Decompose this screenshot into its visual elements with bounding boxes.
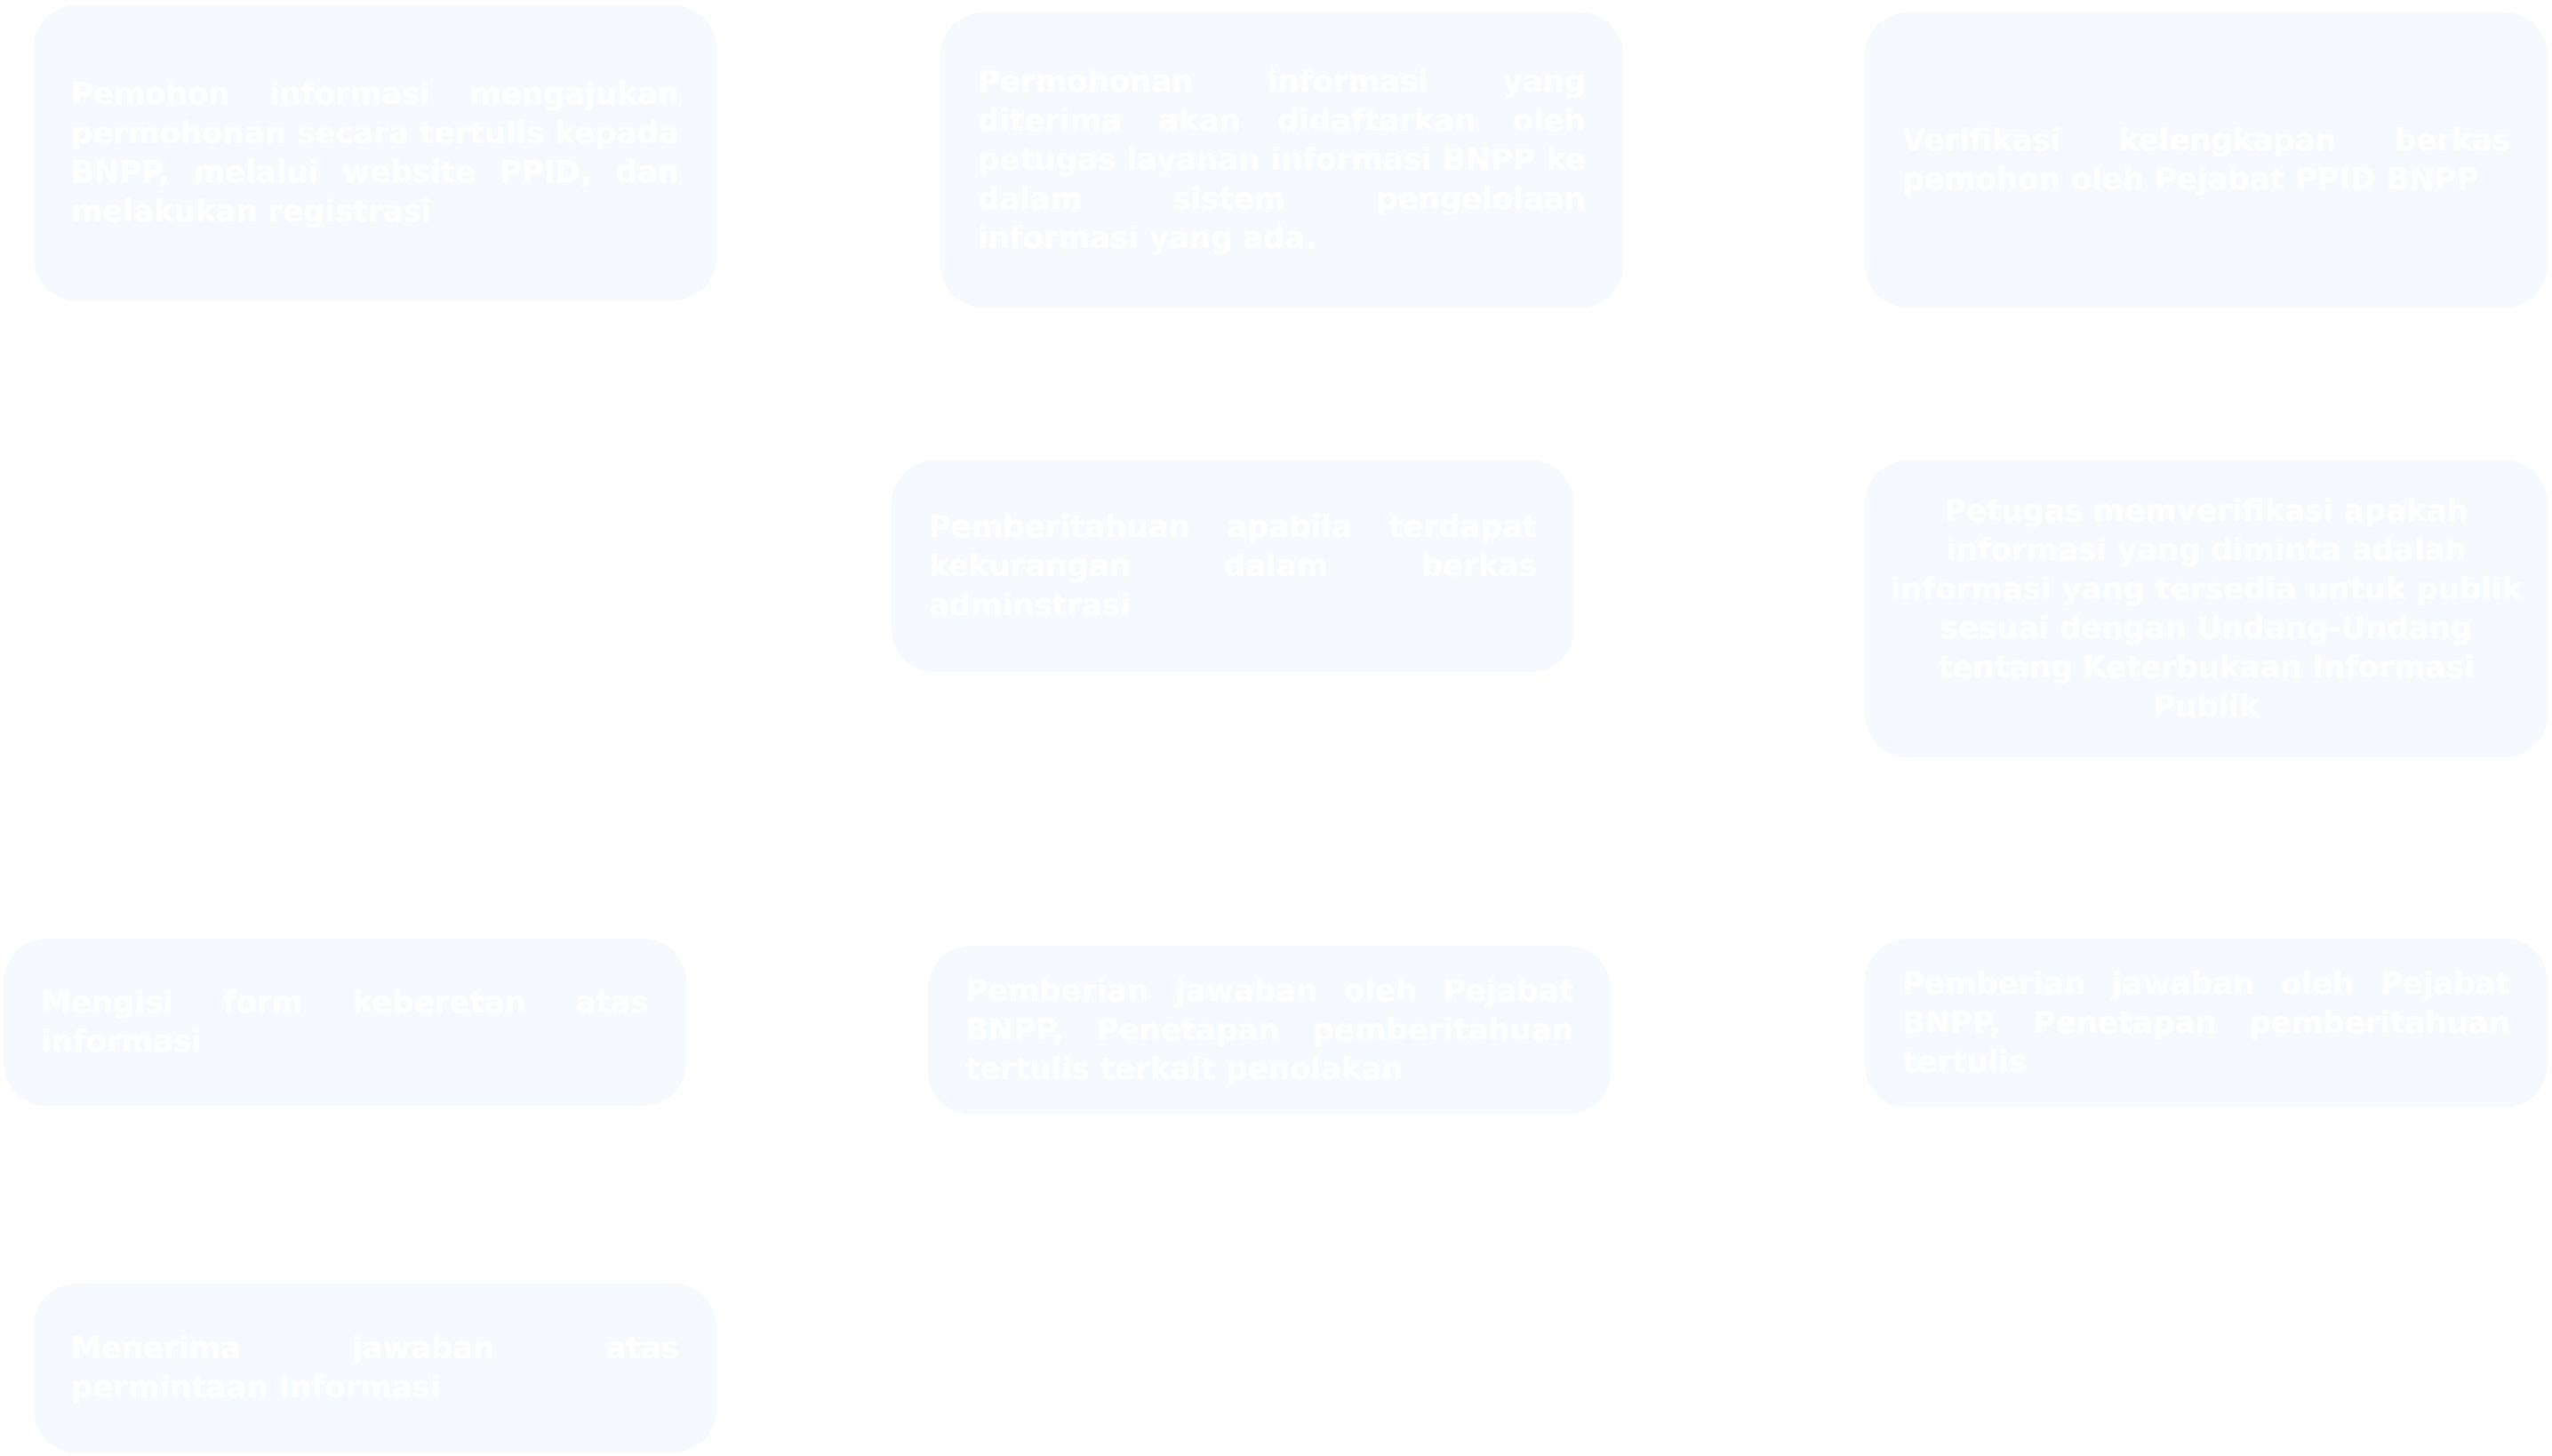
step-text-4: Pemberitahuan apabila terdapat kekuranga… (929, 509, 1537, 623)
step-text-1: Pemohon informasi mengajukan permohonan … (71, 76, 679, 229)
step-text-6: Mengisi form keberetan atas informasi (41, 985, 649, 1060)
step-text-7: Pemberian jawaban oleh Pejabat BNPP, Pen… (965, 973, 1573, 1087)
step-text-8: Pemberian jawaban oleh Pejabat BNPP, Pen… (1902, 966, 2510, 1080)
step-box-9-receive-answer: Menerima jawaban atas permintaan Informa… (34, 1284, 716, 1452)
step-box-2-register-request: Permohonan informasi yang diterima akan … (940, 12, 1623, 308)
step-text-2: Permohonan informasi yang diterima akan … (978, 64, 1586, 256)
step-box-1-submit-request: Pemohon informasi mengajukan permohonan … (34, 5, 716, 300)
step-text-9: Menerima jawaban atas permintaan Informa… (71, 1331, 679, 1405)
step-box-7-rejection-response: Pemberian jawaban oleh Pejabat BNPP, Pen… (928, 946, 1611, 1115)
step-text-5: Petugas memverifikasi apakah informasi y… (1890, 493, 2523, 724)
step-text-3: Verifikasi kelengkapan berkas pemohon ol… (1902, 123, 2510, 197)
step-box-6-objection-form: Mengisi form keberetan atas informasi (4, 939, 686, 1106)
step-box-4-deficiency-notice: Pemberitahuan apabila terdapat kekuranga… (892, 460, 1574, 672)
step-box-5-verify-public-information: Petugas memverifikasi apakah informasi y… (1865, 460, 2548, 757)
step-box-3-verify-documents: Verifikasi kelengkapan berkas pemohon ol… (1865, 12, 2548, 308)
step-box-8-written-response: Pemberian jawaban oleh Pejabat BNPP, Pen… (1865, 939, 2548, 1108)
